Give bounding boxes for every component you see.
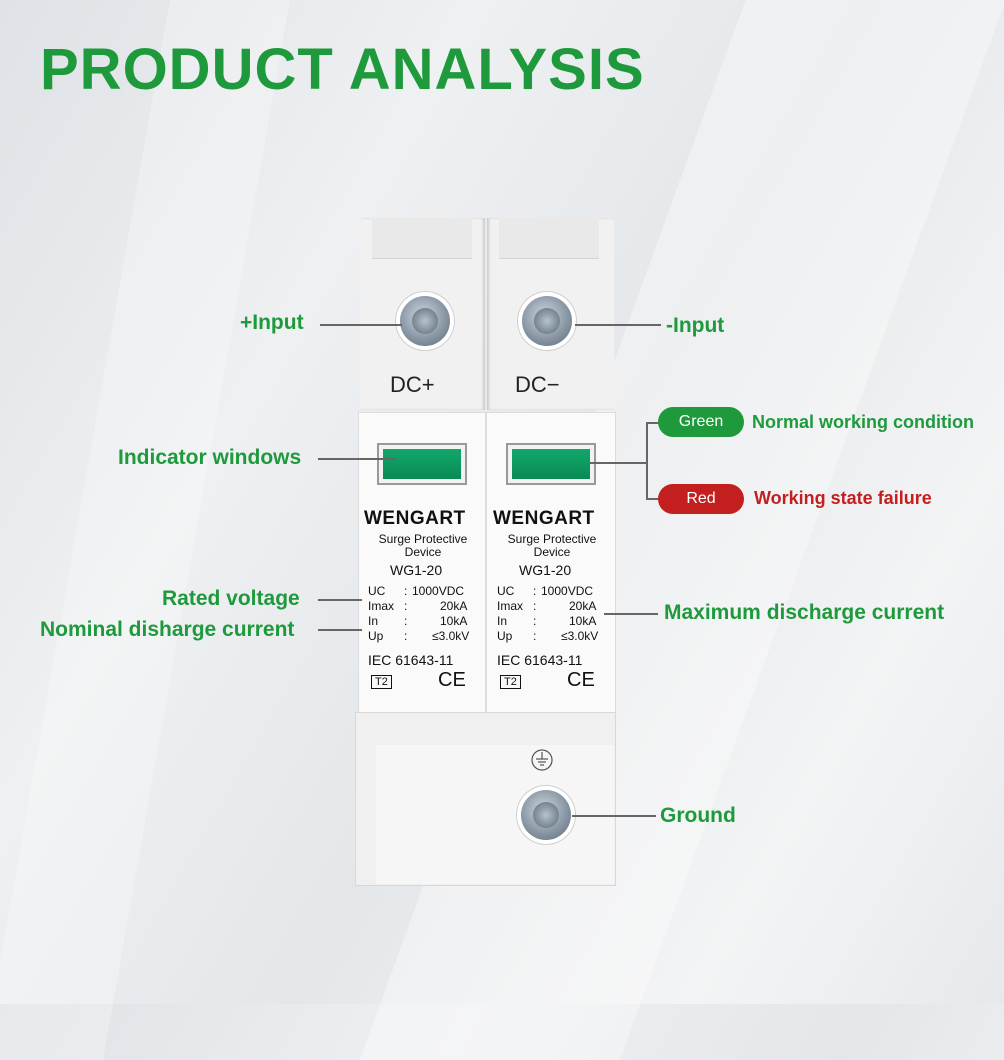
status-branch-top xyxy=(646,422,660,424)
brand-name: WENGART xyxy=(493,508,595,529)
wire-slot xyxy=(499,218,599,259)
minus-input-label: -Input xyxy=(666,314,725,337)
nominal-current-leader xyxy=(318,629,362,631)
spec-table: UC:1000VDC Imax:20kA In:10kA Up:≤3.0kV xyxy=(497,584,599,643)
rated-voltage-label: Rated voltage xyxy=(162,587,300,610)
page-title: PRODUCT ANALYSIS xyxy=(40,37,645,102)
minus-terminal-screw-icon xyxy=(522,296,572,346)
ce-mark: CE xyxy=(567,669,595,691)
green-status-pill: Green xyxy=(658,407,744,437)
background-light-streak xyxy=(0,0,297,1060)
standard-label: IEC 61643-11 xyxy=(368,652,454,668)
plus-input-label: +Input xyxy=(240,311,304,334)
ground-leader xyxy=(572,815,656,817)
plus-input-leader xyxy=(320,324,402,326)
status-leader xyxy=(590,462,648,464)
red-status-pill: Red xyxy=(658,484,744,514)
ground-terminal-screw-icon xyxy=(521,790,571,840)
standard-label: IEC 61643-11 xyxy=(497,652,583,668)
rated-voltage-leader xyxy=(318,599,362,601)
dc-plus-label: DC+ xyxy=(390,372,435,397)
spec-table: UC:1000VDC Imax:20kA In:10kA Up:≤3.0kV xyxy=(368,584,470,643)
indicator-leader xyxy=(318,458,396,460)
ground-symbol-icon xyxy=(531,749,553,771)
brand-name: WENGART xyxy=(364,508,466,529)
model-number: WG1-20 xyxy=(390,562,443,578)
status-branch-bottom xyxy=(646,498,660,500)
indicator-windows-label: Indicator windows xyxy=(118,446,302,469)
max-current-leader xyxy=(604,613,658,615)
class-badge: T2 xyxy=(371,675,392,689)
model-number: WG1-20 xyxy=(519,562,572,578)
class-badge: T2 xyxy=(500,675,521,689)
green-status-description: Normal working condition xyxy=(752,412,975,432)
ground-module-step xyxy=(376,745,614,884)
status-branch xyxy=(646,422,648,500)
indicator-window-left xyxy=(377,443,467,485)
red-status-description: Working state failure xyxy=(754,488,932,508)
wire-slot xyxy=(372,218,472,259)
dc-minus-label: DC− xyxy=(515,372,560,397)
nominal-current-label: Nominal disharge current xyxy=(40,618,295,641)
ce-mark: CE xyxy=(438,669,466,691)
max-current-label: Maximum discharge current xyxy=(664,601,945,624)
ground-label: Ground xyxy=(660,804,736,827)
plus-terminal-screw-icon xyxy=(400,296,450,346)
minus-input-leader xyxy=(575,324,661,326)
indicator-window-right xyxy=(506,443,596,485)
top-left-module xyxy=(360,218,485,410)
